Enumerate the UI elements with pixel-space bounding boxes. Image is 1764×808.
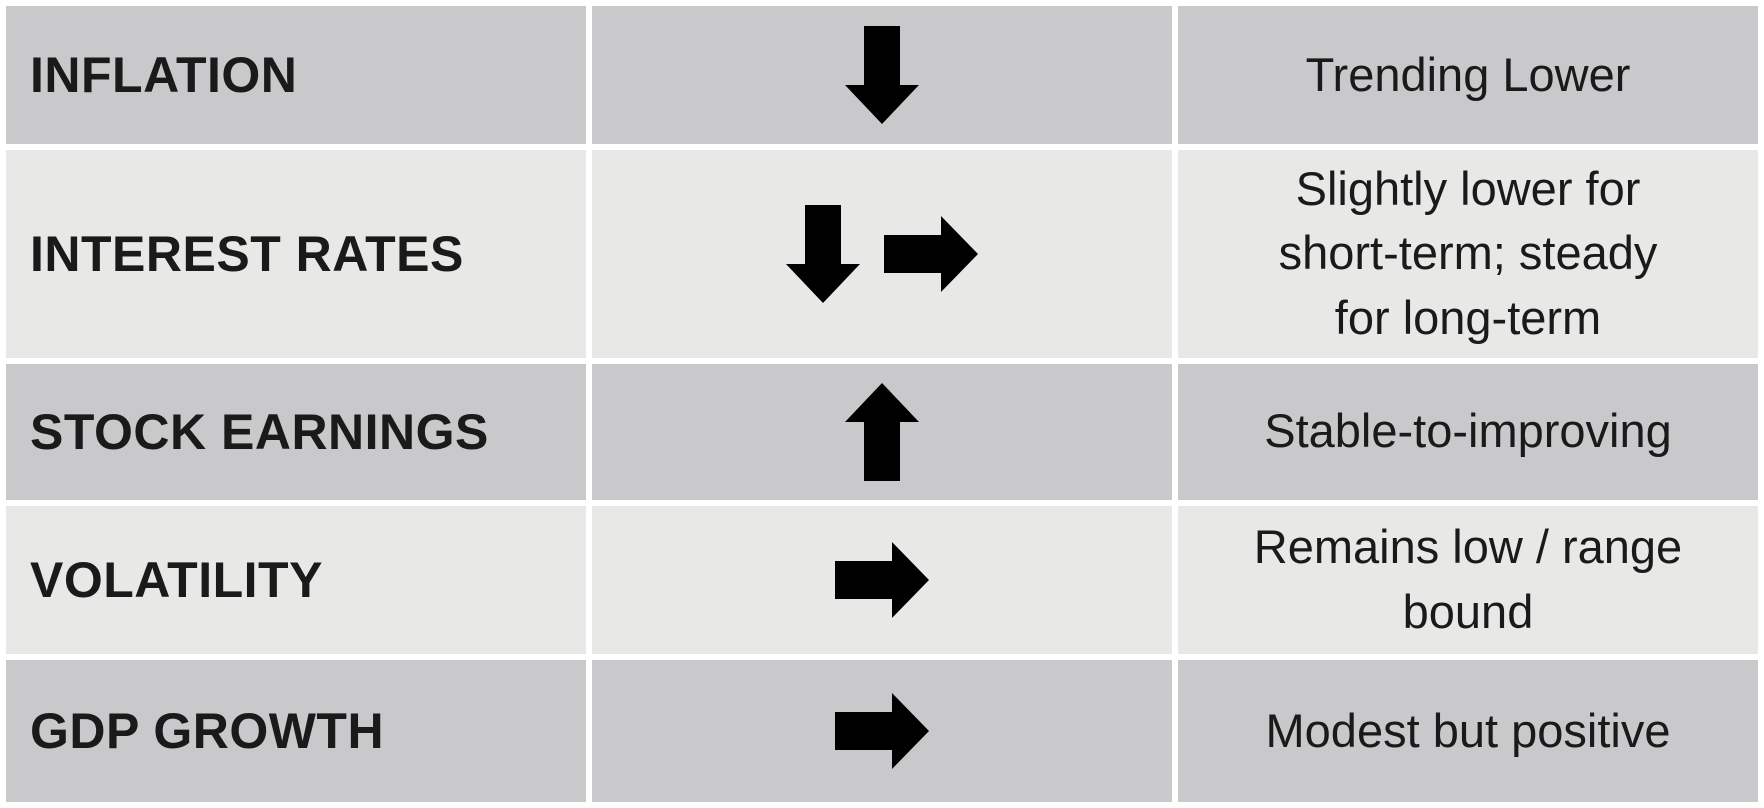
indicator-cell-volatility: VOLATILITY: [6, 505, 586, 654]
right-arrow-icon: [835, 692, 929, 769]
outlook-text: Remains low / range bound: [1253, 519, 1683, 638]
trend-cell-gdp-growth: [592, 659, 1172, 802]
outlook-text: Slightly lower for short-term; steady fo…: [1278, 161, 1658, 345]
outlook-text: Trending Lower: [1305, 47, 1631, 101]
outlook-text: Stable-to-improving: [1264, 404, 1672, 458]
outlook-cell-stock-earnings: Stable-to-improving: [1178, 363, 1758, 500]
down-arrow-icon: [786, 204, 860, 303]
indicator-label: INFLATION: [30, 47, 298, 104]
trend-cell-inflation: [592, 6, 1172, 145]
outlook-text: Modest but positive: [1265, 703, 1671, 757]
indicator-label: VOLATILITY: [30, 551, 323, 608]
indicator-label: GDP GROWTH: [30, 702, 385, 759]
indicator-label: STOCK EARNINGS: [30, 403, 489, 460]
up-arrow-icon: [845, 382, 919, 481]
indicator-cell-interest-rates: INTEREST RATES: [6, 150, 586, 358]
outlook-cell-volatility: Remains low / range bound: [1178, 505, 1758, 654]
right-arrow-icon: [835, 541, 929, 618]
trend-cell-interest-rates: [592, 150, 1172, 358]
outlook-cell-interest-rates: Slightly lower for short-term; steady fo…: [1178, 150, 1758, 358]
down-arrow-icon: [845, 26, 919, 125]
right-arrow-icon: [884, 215, 978, 292]
indicator-cell-gdp-growth: GDP GROWTH: [6, 659, 586, 802]
outlook-cell-inflation: Trending Lower: [1178, 6, 1758, 145]
indicator-cell-inflation: INFLATION: [6, 6, 586, 145]
outlook-cell-gdp-growth: Modest but positive: [1178, 659, 1758, 802]
indicator-cell-stock-earnings: STOCK EARNINGS: [6, 363, 586, 500]
indicator-label: INTEREST RATES: [30, 225, 464, 282]
trend-cell-stock-earnings: [592, 363, 1172, 500]
trend-cell-volatility: [592, 505, 1172, 654]
